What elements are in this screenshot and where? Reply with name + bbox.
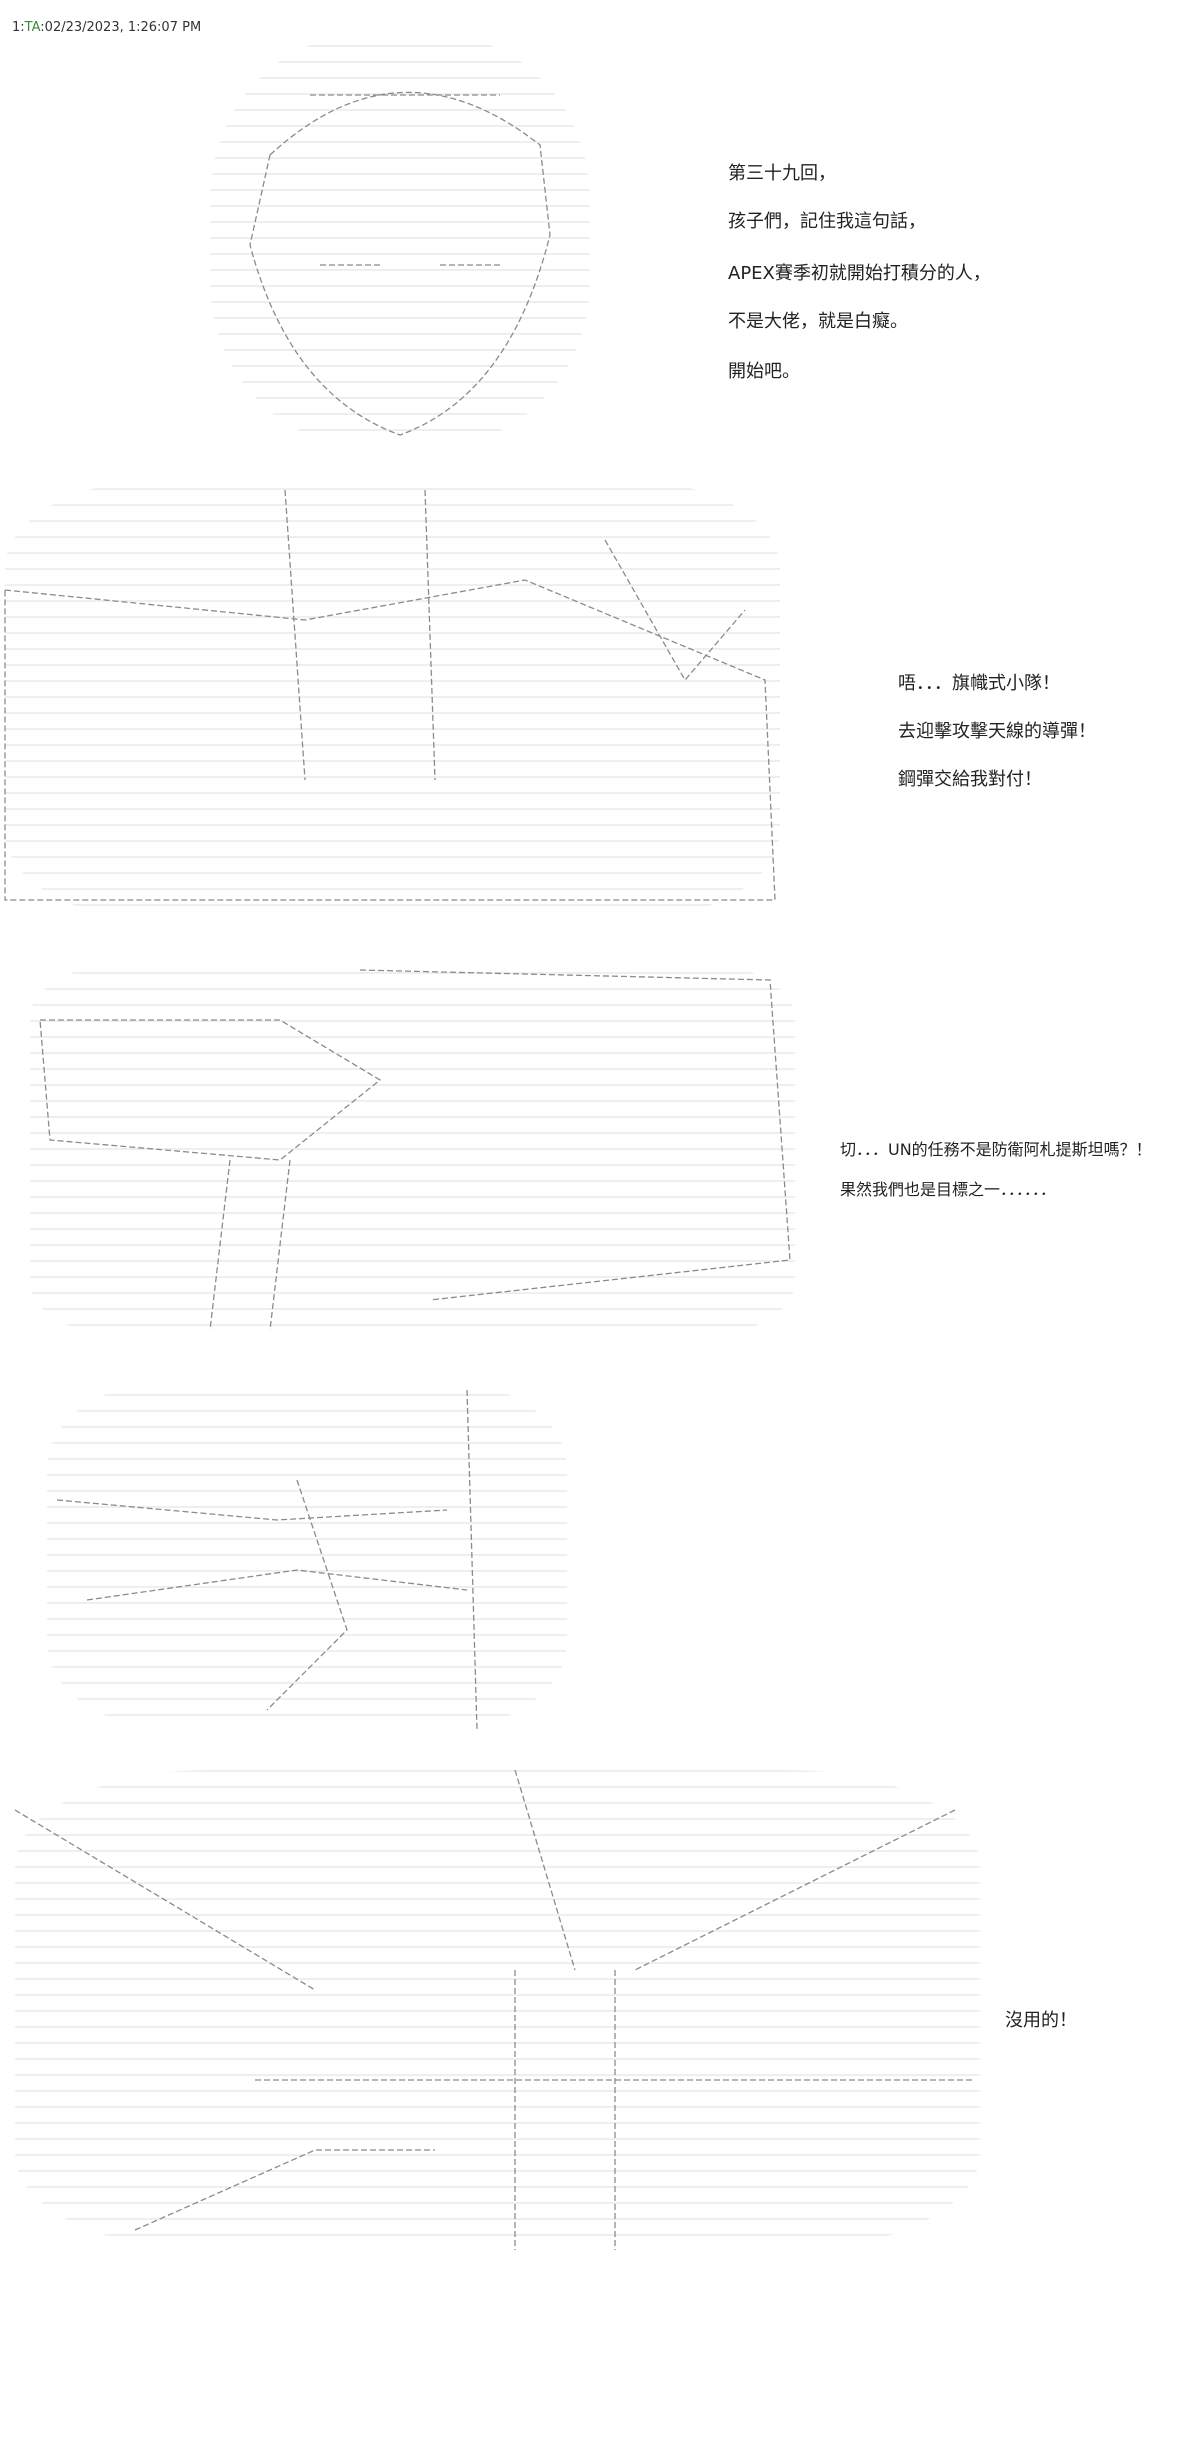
dialogue-line: 切．．．UN的任務不是防衛阿札提斯坦嗎？！ <box>840 1140 1152 1159</box>
post-index: 1 <box>12 20 21 35</box>
post-header: 1:TA:02/23/2023, 1:26:07 PM <box>12 20 202 35</box>
ascii-art-mobile-suits <box>4 480 780 920</box>
ascii-art-explosion <box>47 1380 567 1731</box>
dialogue-line: 孩子們，記住我這句話， <box>728 211 926 232</box>
ascii-art-face <box>210 35 590 445</box>
dialogue-line: 果然我們也是目標之一．．．．．． <box>840 1180 1057 1199</box>
dialogue-line: 鋼彈交給我對付！ <box>898 769 1042 790</box>
dialogue-line: 第三十九回， <box>728 163 836 184</box>
poster-name[interactable]: TA <box>24 20 41 35</box>
ascii-art-gundam-attack <box>14 1769 980 2250</box>
post-timestamp: 02/23/2023, 1:26:07 PM <box>44 20 202 35</box>
dialogue-line: 去迎擊攻擊天線的導彈！ <box>898 721 1096 742</box>
dialogue-line: APEX賽季初就開始打積分的人， <box>728 263 991 284</box>
dialogue-line: 唔．．．旗幟式小隊！ <box>898 673 1060 694</box>
dialogue-line: 不是大佬，就是白癡。 <box>728 311 908 332</box>
ascii-art-cockpit <box>30 960 795 1340</box>
dialogue-line: 開始吧。 <box>728 361 800 382</box>
dialogue-line: 沒用的！ <box>1005 2010 1077 2031</box>
